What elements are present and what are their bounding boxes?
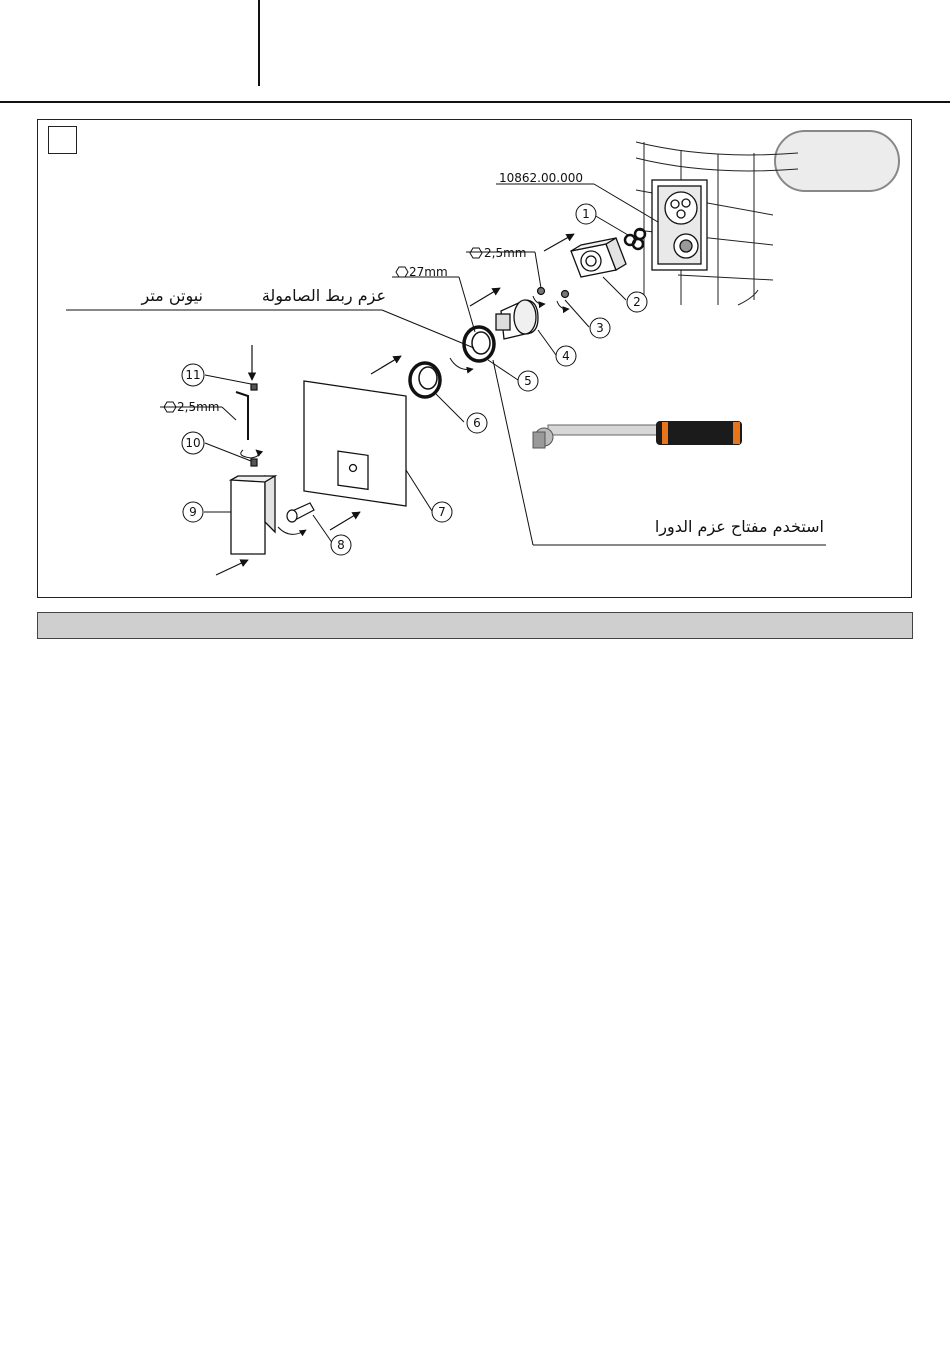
part-3-screws bbox=[538, 288, 569, 298]
part-number-label: 10862.00.000 bbox=[499, 171, 583, 185]
callout-3: 3 bbox=[596, 321, 604, 335]
part-10-11-screws bbox=[251, 384, 257, 466]
hex-key bbox=[236, 392, 248, 440]
header-divider bbox=[258, 0, 260, 86]
callout-1: 1 bbox=[582, 207, 590, 221]
header-rule bbox=[0, 101, 950, 103]
part-2-sleeve bbox=[571, 238, 626, 277]
part-6-ring bbox=[410, 363, 440, 397]
hex-size-nut: 27mm bbox=[409, 265, 448, 279]
valve-body bbox=[652, 180, 707, 270]
callout-2: 2 bbox=[633, 295, 641, 309]
callout-5: 5 bbox=[524, 374, 532, 388]
callout-8: 8 bbox=[337, 538, 345, 552]
hex-size-left: 2,5mm bbox=[177, 400, 219, 414]
section-bar bbox=[37, 612, 913, 639]
torque-unit: نيوتن متر bbox=[141, 286, 204, 306]
part-1-o-rings bbox=[625, 229, 645, 249]
part-9-handle bbox=[231, 476, 275, 554]
torque-wrench bbox=[533, 421, 742, 448]
torque-label: عزم ربط الصامولة bbox=[262, 286, 386, 306]
wrench-instruction: استخدم مفتاح عزم الدورا bbox=[655, 517, 824, 537]
part-5-nut bbox=[464, 327, 494, 361]
part-4-adapter bbox=[496, 300, 538, 339]
callout-9: 9 bbox=[189, 505, 197, 519]
callout-7: 7 bbox=[438, 505, 446, 519]
part-8-spindle bbox=[287, 503, 314, 522]
callout-11: 11 bbox=[185, 368, 200, 382]
assembly-figure: 2,5mm 27mm 2,5mm 10862.00.000 عزم ربط ال… bbox=[37, 119, 912, 598]
callout-4: 4 bbox=[562, 349, 570, 363]
callout-6: 6 bbox=[473, 416, 481, 430]
callout-10: 10 bbox=[185, 436, 200, 450]
hex-size-top: 2,5mm bbox=[484, 246, 526, 260]
part-7-cover-plate bbox=[304, 381, 406, 506]
exploded-view-diagram: 2,5mm 27mm 2,5mm 10862.00.000 عزم ربط ال… bbox=[38, 120, 913, 599]
